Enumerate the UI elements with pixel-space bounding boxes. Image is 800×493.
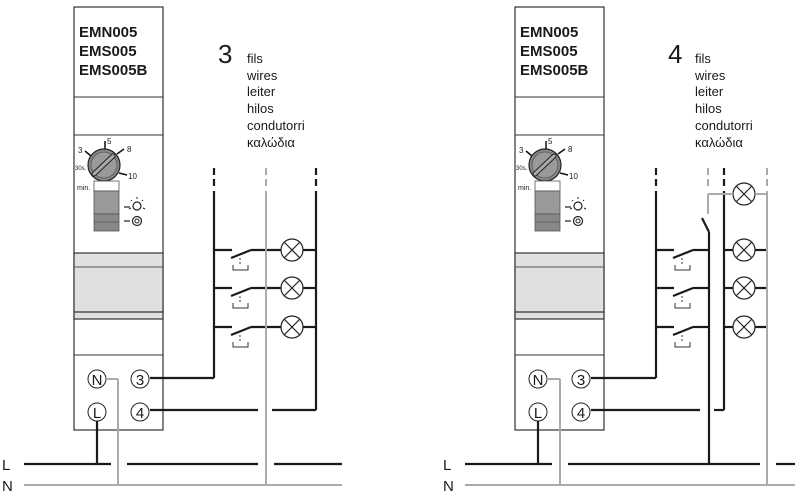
diagram-3-wires: EMN005 EMS005 EMS005B 3 5 8 10 30s. min. xyxy=(2,6,342,493)
model-name: EMN005 xyxy=(520,24,578,41)
lamp-1 xyxy=(724,238,767,262)
svg-text:leiter: leiter xyxy=(695,84,724,99)
bus-label-l: L xyxy=(443,457,451,474)
time-dial[interactable]: 3 5 8 10 30s. xyxy=(516,137,578,182)
model-name: EMS005 xyxy=(520,43,578,60)
svg-text:N: N xyxy=(92,372,103,389)
dial-min-label: 30s. xyxy=(75,166,87,172)
mode-selector[interactable] xyxy=(534,180,561,232)
wire-count: 3 xyxy=(218,39,232,69)
svg-text:leiter: leiter xyxy=(247,84,276,99)
terminal-3: 3 xyxy=(571,369,591,389)
svg-text:fils: fils xyxy=(247,51,263,66)
svg-text:hilos: hilos xyxy=(247,101,274,116)
wiring-live xyxy=(465,168,795,466)
dial-tick-label: 3 xyxy=(519,146,524,155)
dial-tick-label: 10 xyxy=(569,172,578,181)
lamp-1 xyxy=(280,238,316,262)
bus-label-n: N xyxy=(443,478,454,493)
svg-text:L: L xyxy=(93,405,101,422)
terminal-4: 4 xyxy=(130,402,150,422)
lamp-on-icon xyxy=(128,197,146,211)
dial-tick-label: 10 xyxy=(128,172,137,181)
svg-text:wires: wires xyxy=(246,68,278,83)
display-window xyxy=(73,252,164,320)
unit-label: min. xyxy=(518,185,531,192)
lamp-on-icon xyxy=(569,197,587,211)
display-window xyxy=(514,252,605,320)
permanent-on-icon xyxy=(131,215,143,227)
time-dial[interactable]: 3 5 8 10 30s. xyxy=(75,137,137,182)
bus-label-l: L xyxy=(2,457,10,474)
lamp-2 xyxy=(280,276,316,300)
svg-text:fils: fils xyxy=(695,51,711,66)
svg-text:hilos: hilos xyxy=(695,101,722,116)
diagram-4-wires: EMN005 EMS005 EMS005B 3 5 8 10 30s. min. xyxy=(443,6,795,493)
timer-module: EMN005 EMS005 EMS005B 3 5 8 10 30s. min. xyxy=(73,6,164,431)
svg-text:4: 4 xyxy=(577,405,585,422)
permanent-on-icon xyxy=(572,215,584,227)
wire-labels: fils wires leiter hilos condutorri καλώδ… xyxy=(246,51,305,150)
wiring-neutral xyxy=(24,168,342,486)
model-name: EMS005 xyxy=(79,43,137,60)
svg-text:3: 3 xyxy=(136,372,144,389)
svg-text:wires: wires xyxy=(694,68,726,83)
dial-tick-label: 5 xyxy=(107,137,112,146)
svg-text:condutorri: condutorri xyxy=(695,118,753,133)
wiring-neutral xyxy=(465,168,795,486)
lamp-2 xyxy=(724,276,767,300)
svg-text:condutorri: condutorri xyxy=(247,118,305,133)
svg-text:καλώδια: καλώδια xyxy=(247,135,295,150)
push-button-1 xyxy=(214,248,281,271)
dial-tick-label: 8 xyxy=(568,145,573,154)
svg-text:3: 3 xyxy=(577,372,585,389)
terminal-4: 4 xyxy=(571,402,591,422)
svg-text:καλώδια: καλώδια xyxy=(695,135,743,150)
bus-label-n: N xyxy=(2,478,13,493)
push-button-3 xyxy=(656,325,709,348)
push-button-1 xyxy=(656,248,709,271)
svg-text:4: 4 xyxy=(136,405,144,422)
svg-text:L: L xyxy=(534,405,542,422)
wire-count: 4 xyxy=(668,39,682,69)
wiring-live xyxy=(24,168,342,466)
timer-module: EMN005 EMS005 EMS005B 3 5 8 10 30s. min. xyxy=(514,6,605,431)
model-name: EMS005B xyxy=(79,62,148,79)
mode-selector[interactable] xyxy=(93,180,120,232)
push-button-3 xyxy=(214,325,281,348)
lamp-3 xyxy=(724,315,767,339)
dial-tick-label: 5 xyxy=(548,137,553,146)
lamp-3 xyxy=(280,315,316,339)
terminal-3: 3 xyxy=(130,369,150,389)
dial-tick-label: 3 xyxy=(78,146,83,155)
push-button-2 xyxy=(214,286,281,309)
model-name: EMS005B xyxy=(520,62,589,79)
dial-tick-label: 8 xyxy=(127,145,132,154)
push-button-2 xyxy=(656,286,709,309)
wire-labels: fils wires leiter hilos condutorri καλώδ… xyxy=(694,51,753,150)
lamp-top xyxy=(732,182,756,206)
svg-text:N: N xyxy=(533,372,544,389)
dial-min-label: 30s. xyxy=(516,166,528,172)
unit-label: min. xyxy=(77,185,90,192)
model-name: EMN005 xyxy=(79,24,137,41)
